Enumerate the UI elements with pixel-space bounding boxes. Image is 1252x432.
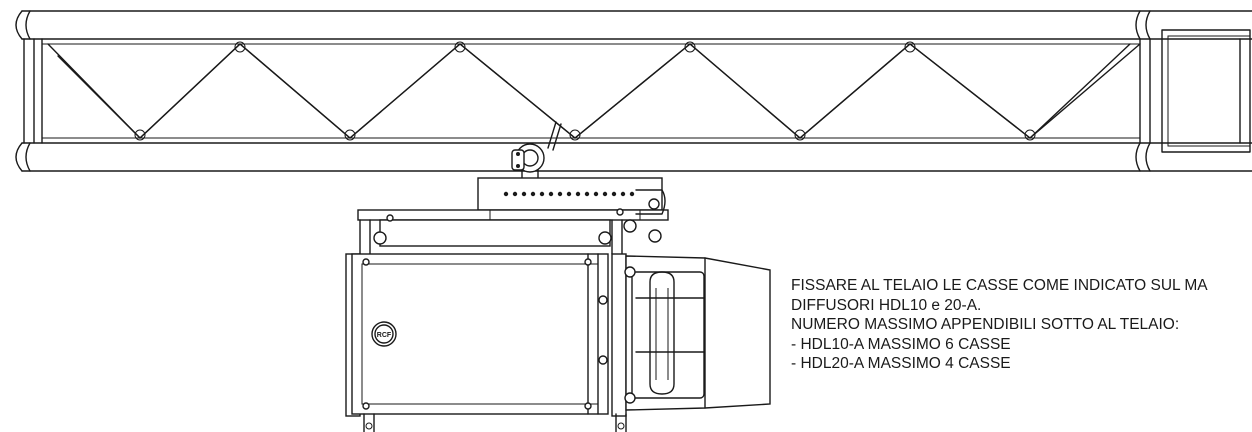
assembly-notes: FISSARE AL TELAIO LE CASSE COME INDICATO…	[791, 276, 1252, 374]
fly-bar-hole	[584, 191, 590, 197]
note-line-1: FISSARE AL TELAIO LE CASSE COME INDICATO…	[791, 277, 1208, 294]
fly-bar-hole	[539, 191, 545, 197]
fly-bar-hole	[512, 191, 518, 197]
clamp-icon	[511, 121, 562, 211]
note-line-5: - HDL20-A MASSIMO 4 CASSE	[791, 355, 1011, 373]
fly-bar-icon	[357, 177, 669, 255]
fly-bar-hole	[620, 191, 626, 197]
fly-bar-hole	[521, 191, 527, 197]
fly-bar-hole	[602, 191, 608, 197]
handle-icon	[649, 271, 675, 395]
fly-bar-hole	[593, 191, 599, 197]
line-array-speaker-icon: RCF	[345, 253, 771, 432]
fly-bar-hole	[629, 191, 635, 197]
note-line-2: DIFFUSORI HDL10 e 20-A.	[791, 296, 982, 314]
fly-bar-hole	[548, 191, 554, 197]
speaker-logo: RCF	[377, 332, 392, 339]
fly-bar-hole	[566, 191, 572, 197]
truss-icon	[15, 10, 1252, 172]
note-line-4: - HDL10-A MASSIMO 6 CASSE	[791, 335, 1011, 353]
note-line-3: NUMERO MASSIMO APPENDIBILI SOTTO AL TELA…	[791, 316, 1180, 334]
fly-bar-hole	[530, 191, 536, 197]
fly-bar-hole	[575, 191, 581, 197]
fly-bar-hole	[503, 191, 509, 197]
fly-bar-hole	[557, 191, 563, 197]
fly-bar-hole	[611, 191, 617, 197]
